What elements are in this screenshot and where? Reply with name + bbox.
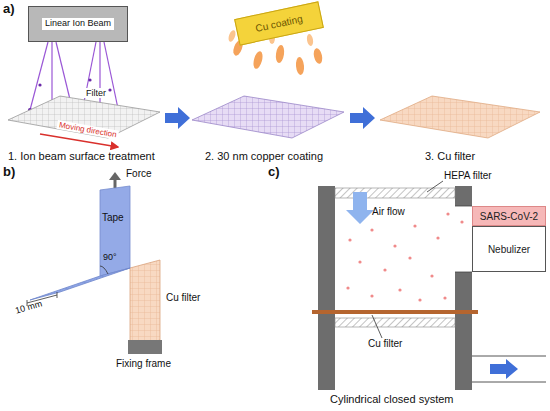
virus-box: SARS-CoV-2: [472, 206, 546, 226]
part-label: Fixing frame: [116, 358, 171, 370]
node-text: Nebulizer: [488, 244, 530, 255]
part-label: HEPA filter: [444, 170, 492, 182]
panel-letter: a): [3, 2, 15, 17]
panel-letter: c): [268, 165, 280, 180]
node-text: Linear Ion Beam: [42, 18, 114, 30]
part-label: Force: [126, 168, 152, 180]
part-label: Cu filter: [166, 292, 200, 304]
angle-label: 90°: [103, 252, 117, 262]
ion-beam-device: Linear Ion Beam: [28, 6, 128, 42]
panel-letter: b): [3, 165, 15, 180]
step-label: 2. 30 nm copper coating: [205, 150, 323, 163]
step-label: 1. Ion beam surface treatment: [8, 150, 155, 163]
caption-label: Cylindrical closed system: [330, 393, 453, 406]
part-label: Tape: [102, 212, 124, 224]
dimension-label: 10 mm: [14, 298, 43, 316]
node-text: SARS-CoV-2: [480, 211, 538, 222]
flow-label: Air flow: [372, 206, 405, 218]
part-label: Cu filter: [366, 338, 404, 350]
nebulizer-box: Nebulizer: [472, 226, 546, 272]
node-text: Cu coating: [254, 13, 303, 34]
part-label: Filter: [84, 88, 108, 98]
step-label: 3. Cu filter: [425, 150, 475, 163]
